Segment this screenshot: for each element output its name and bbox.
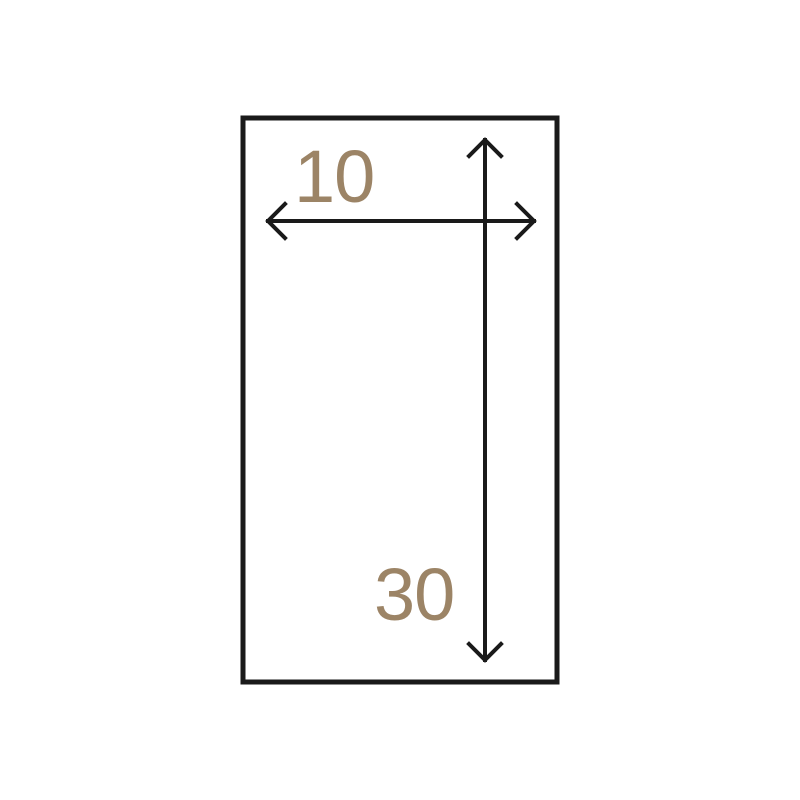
object-outline: [240, 115, 560, 685]
height-arrow-icon: [466, 137, 504, 663]
height-label: 30: [374, 553, 454, 636]
width-arrow-icon: [265, 201, 537, 241]
width-label: 10: [294, 135, 374, 218]
